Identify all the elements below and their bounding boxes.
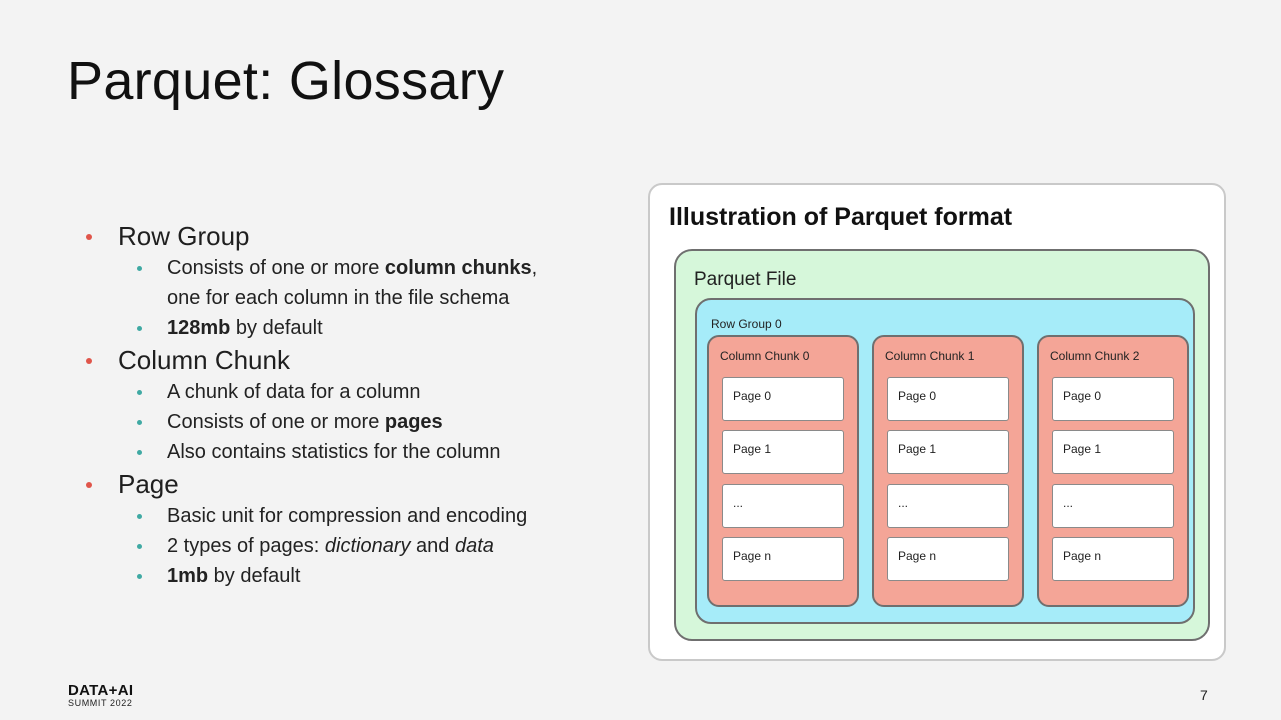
column-chunk-box: Column Chunk 0 Page 0 Page 1... Page n: [707, 335, 859, 607]
data-ai-summit-logo: DATA+AI SUMMIT 2022: [68, 683, 133, 709]
glossary-point-text: 128mb: [167, 317, 231, 339]
page-box: Page n: [887, 537, 1009, 581]
glossary-point: one for each column in the file schema: [85, 283, 625, 313]
page-box: Page n: [722, 537, 844, 581]
glossary-point: 2 types of pages: dictionary and data: [85, 531, 625, 561]
glossary-point-text: 1mb: [167, 565, 209, 587]
glossary-point-text: Consists of one or more: [167, 411, 385, 433]
column-chunk-label: Column Chunk 1: [885, 349, 975, 363]
glossary-point-text: and: [410, 535, 455, 557]
glossary-term: Column Chunk: [85, 343, 625, 377]
column-chunk-box: Column Chunk 2 Page 0 Page 1... Page n: [1037, 335, 1189, 607]
glossary-point-text: Also contains statistics for the column: [167, 441, 501, 463]
glossary-point: Consists of one or more column chunks,: [85, 253, 625, 283]
illustration-title: Illustration of Parquet format: [669, 203, 1013, 231]
glossary-point: Basic unit for compression and encoding: [85, 501, 625, 531]
glossary-point: 1mb by default: [85, 561, 625, 591]
column-chunk-box: Column Chunk 1 Page 0 Page 1... Page n: [872, 335, 1024, 607]
glossary-point-text: dictionary: [324, 535, 411, 557]
glossary-point-text: data: [454, 535, 494, 557]
page-number: 7: [1200, 687, 1208, 703]
row-group-label: Row Group 0: [711, 317, 782, 331]
glossary-point-text: by default: [208, 565, 301, 587]
glossary-term: Page: [85, 467, 625, 501]
glossary-point: Consists of one or more pages: [85, 407, 625, 437]
glossary-point-text: column chunks: [384, 257, 532, 279]
glossary-point-text: 2 types of pages:: [167, 535, 325, 557]
glossary-point-text: by default: [230, 317, 323, 339]
parquet-file-box: Parquet File Row Group 0 Column Chunk 0 P…: [674, 249, 1210, 641]
slide-title: Parquet: Glossary: [67, 51, 505, 111]
glossary-point-text: one for each column in the file schema: [167, 287, 510, 309]
column-chunk-label: Column Chunk 0: [720, 349, 810, 363]
glossary-point: Also contains statistics for the column: [85, 437, 625, 467]
page-box: ...: [887, 484, 1009, 528]
page-box: Page 0: [1052, 377, 1174, 421]
logo-main-text: DATA+AI: [68, 682, 134, 699]
glossary-point-text: A chunk of data for a column: [167, 381, 421, 403]
page-box: Page 1: [722, 430, 844, 474]
logo-sub-text: SUMMIT 2022: [68, 698, 133, 708]
row-group-box: Row Group 0 Column Chunk 0 Page 0 Page 1..…: [695, 298, 1195, 624]
page-box: ...: [1052, 484, 1174, 528]
parquet-file-label: Parquet File: [694, 269, 797, 290]
glossary-point-text: pages: [384, 411, 443, 433]
column-chunk-label: Column Chunk 2: [1050, 349, 1140, 363]
glossary-point-text: ,: [531, 257, 538, 279]
page-box: Page 1: [1052, 430, 1174, 474]
page-box: Page n: [1052, 537, 1174, 581]
page-box: Page 1: [887, 430, 1009, 474]
glossary-term: Row Group: [85, 219, 625, 253]
glossary-point-text: Basic unit for compression and encoding: [167, 505, 528, 527]
glossary-point: A chunk of data for a column: [85, 377, 625, 407]
glossary-point-text: Consists of one or more: [167, 257, 385, 279]
glossary-point: 128mb by default: [85, 313, 625, 343]
page-box: Page 0: [722, 377, 844, 421]
parquet-illustration: Illustration of Parquet format Parquet F…: [648, 183, 1226, 661]
page-box: ...: [722, 484, 844, 528]
page-box: Page 0: [887, 377, 1009, 421]
